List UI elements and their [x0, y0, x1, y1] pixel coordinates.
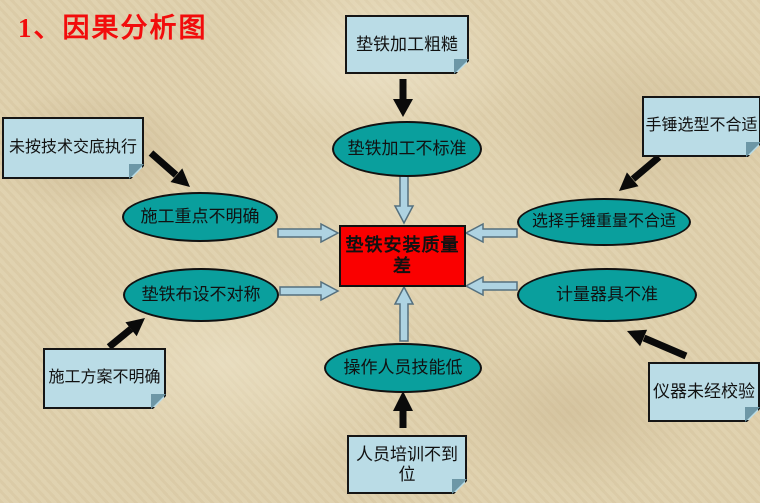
root-note-left-top: 未按技术交底执行 — [2, 117, 144, 179]
cause-ellipse-right-top: 选择手锤重量不合适 — [517, 198, 691, 246]
black-arrow-top-head — [393, 99, 413, 117]
block-arrow-left-bottom — [279, 280, 340, 302]
block-arrow-right-bottom — [464, 275, 518, 297]
black-arrow-left-bottom-shaft — [106, 326, 134, 350]
root-note-top: 垫铁加工粗糙 — [345, 15, 469, 74]
black-arrow-left-top-shaft — [148, 150, 179, 178]
effect-box-center: 垫铁安装质量差 — [339, 225, 466, 287]
root-note-left-bottom: 施工方案不明确 — [43, 348, 166, 409]
root-note-bottom: 人员培训不到位 — [347, 435, 467, 494]
block-arrow-right-top — [464, 222, 518, 244]
cause-ellipse-right-bottom: 计量器具不准 — [517, 268, 697, 322]
cause-ellipse-left-top: 施工重点不明确 — [122, 192, 278, 242]
cause-ellipse-bottom: 操作人员技能低 — [324, 343, 482, 393]
black-arrow-bottom-head — [393, 391, 413, 411]
root-note-right-top: 手锤选型不合适 — [642, 96, 760, 157]
block-arrow-bottom — [393, 285, 415, 342]
black-arrow-left-top-head — [170, 168, 190, 187]
black-arrow-right-bottom-shaft — [642, 334, 688, 360]
cause-ellipse-left-bottom: 垫铁布设不对称 — [123, 268, 279, 322]
cause-ellipse-top: 垫铁加工不标准 — [332, 121, 482, 177]
black-arrow-right-top-shaft — [630, 154, 662, 182]
block-arrow-top — [393, 173, 415, 225]
black-arrow-right-top-head — [619, 172, 639, 191]
page-title: 1、因果分析图 — [18, 13, 208, 43]
black-arrow-right-bottom-head — [627, 329, 648, 347]
block-arrow-left-top — [277, 222, 340, 244]
root-note-right-bottom: 仪器未经校验 — [648, 362, 760, 422]
black-arrow-left-bottom-head — [125, 318, 145, 337]
